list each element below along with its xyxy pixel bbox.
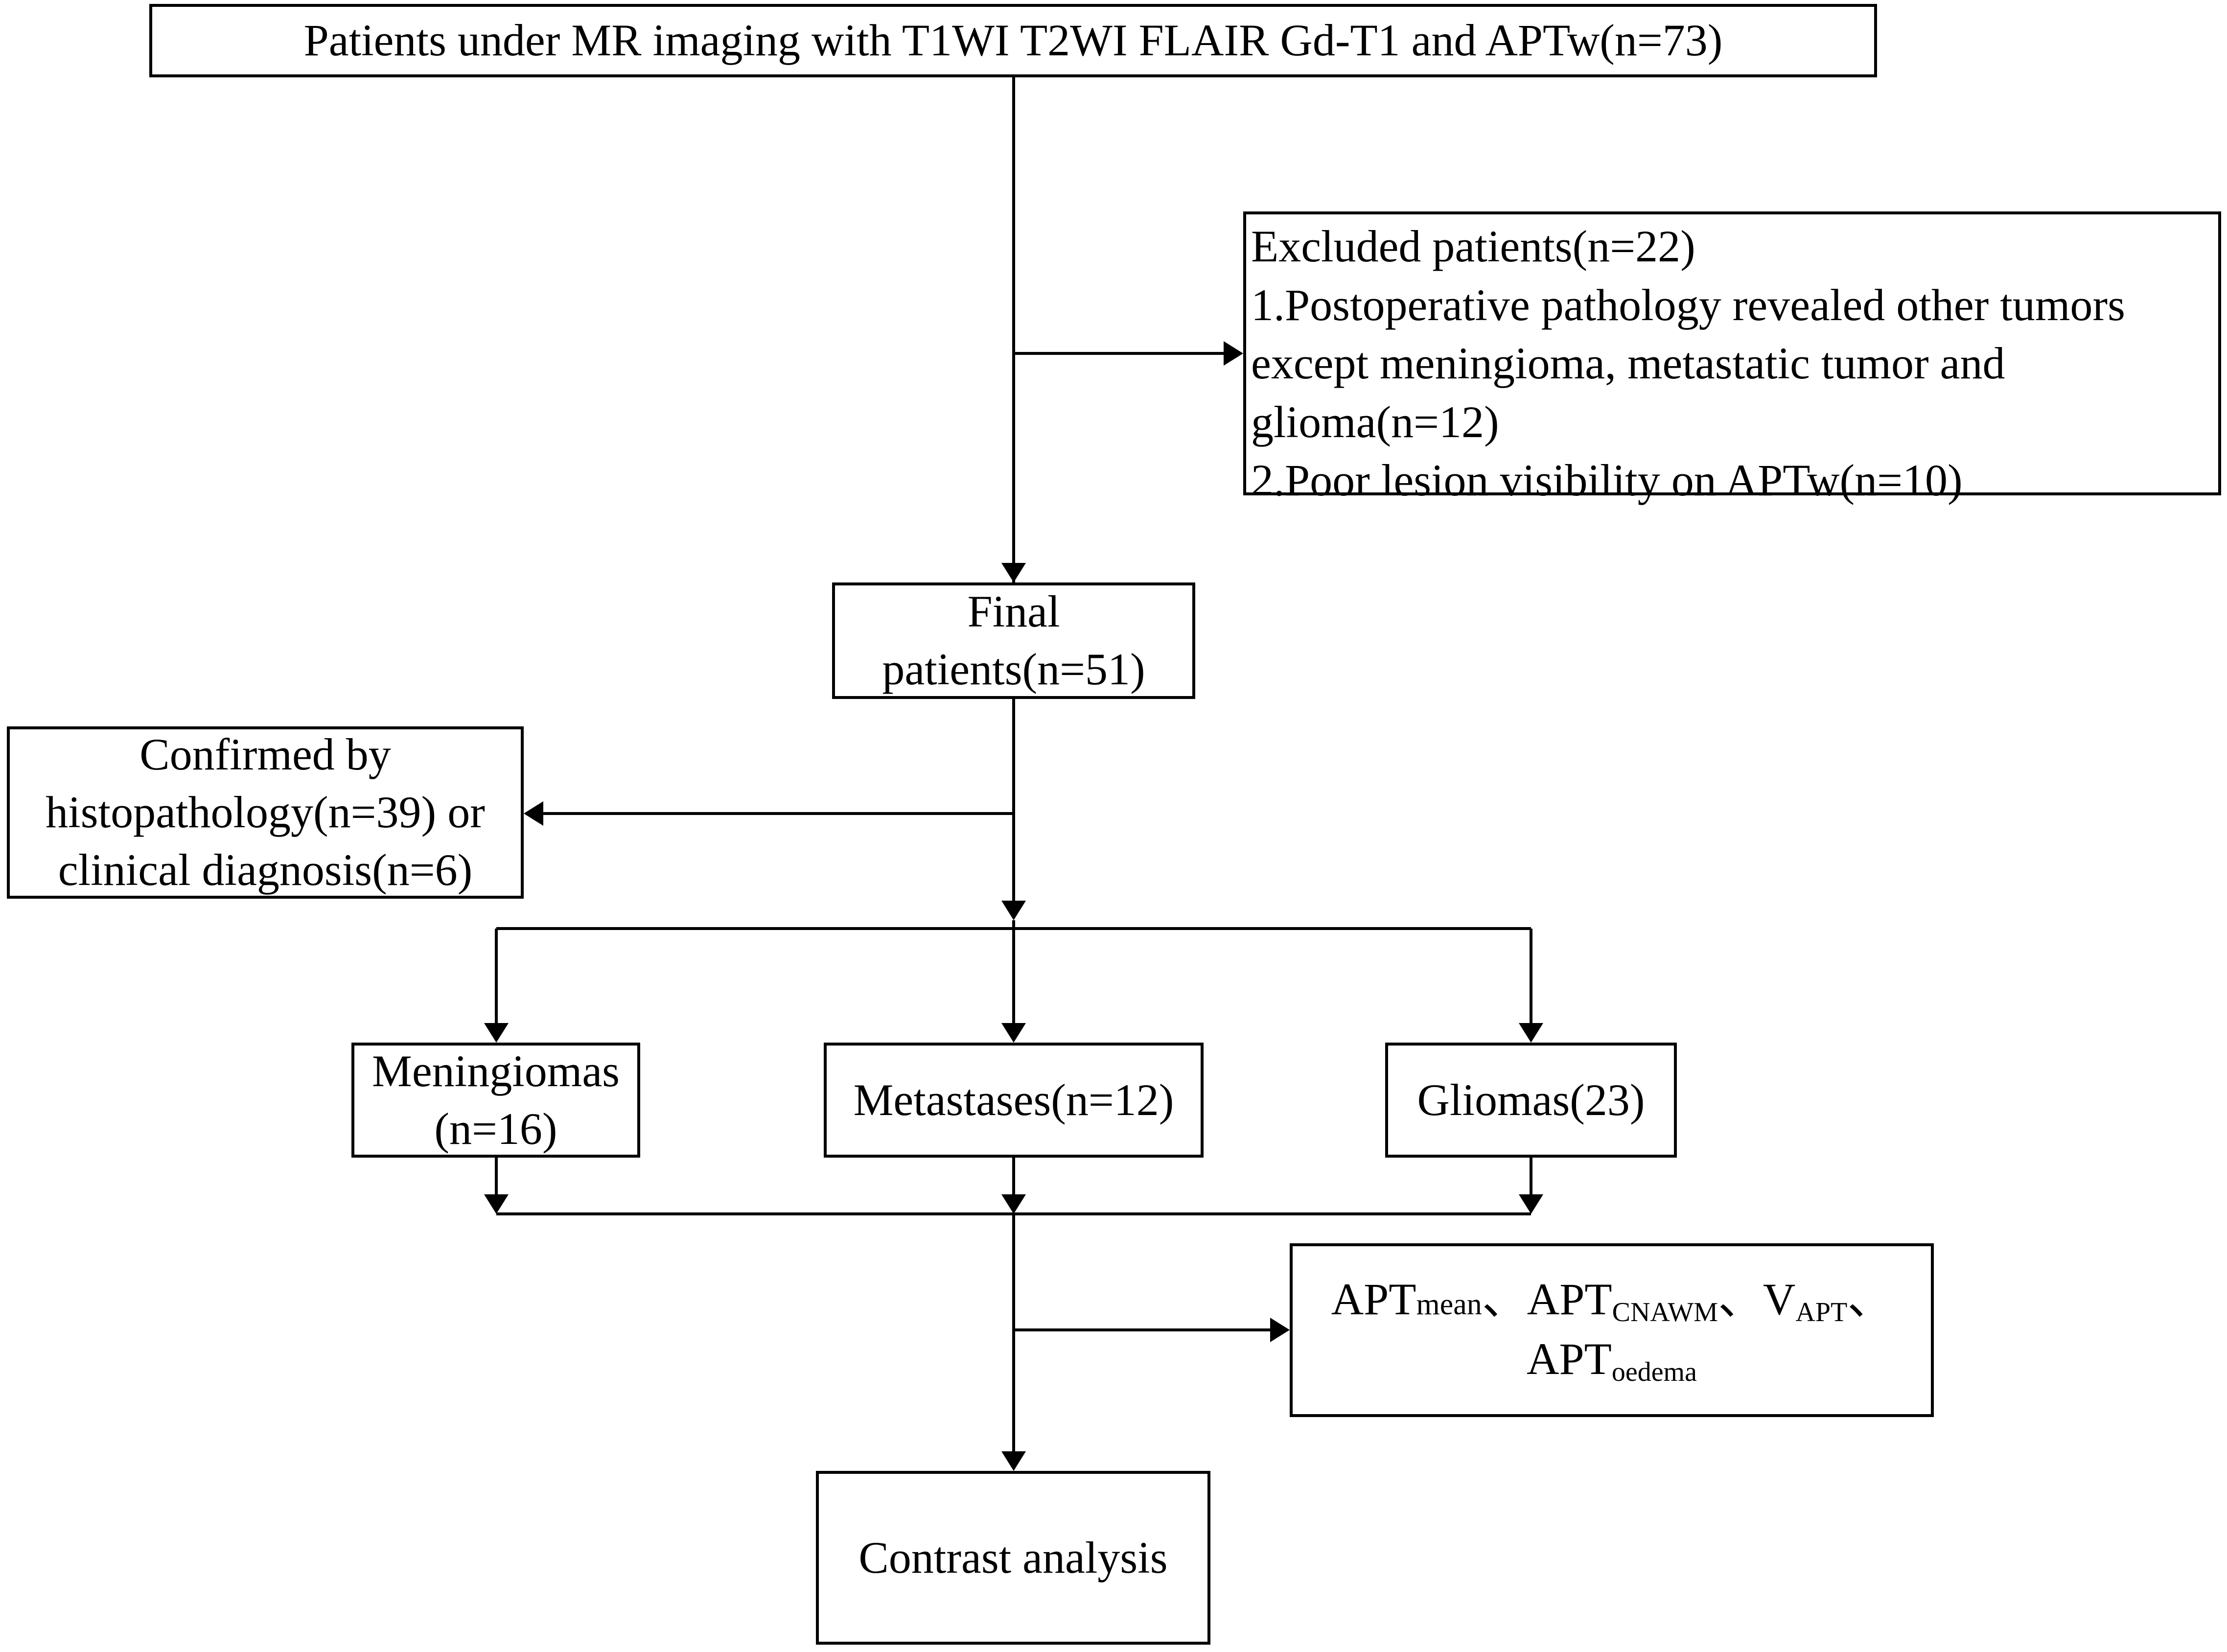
node-excluded-reason-2: 2.Poor lesion visibility on APTw(n=10) (1251, 455, 1963, 506)
arrowhead-parameters (1270, 1318, 1290, 1342)
arrowhead-confirmed (524, 801, 543, 826)
node-meningiomas-line-1: Meningiomas (372, 1046, 620, 1096)
node-contrast-text: Contrast analysis (858, 1532, 1168, 1582)
merge-head-gliomas (1519, 1194, 1543, 1214)
param-separator: 、 (1847, 1274, 1893, 1324)
node-metastases: Metastases(n=12) (824, 1043, 1204, 1158)
param-apt-oedema: APToedema (1527, 1333, 1697, 1387)
node-meningiomas-line-2: (n=16) (434, 1103, 557, 1154)
node-final-line-1: Final (967, 586, 1060, 637)
node-start-text: Patients under MR imaging with T1WI T2WI… (303, 15, 1723, 66)
node-parameters-line-2: APToedema (1527, 1330, 1697, 1390)
arrowhead-contrast (1001, 1451, 1026, 1471)
node-excluded-reason-1: 1.Postoperative pathology revealed other… (1251, 279, 2125, 447)
node-gliomas: Gliomas(23) (1385, 1043, 1677, 1158)
node-final-line-2: patients(n=51) (882, 644, 1145, 694)
merge-head-metastases (1001, 1194, 1026, 1214)
arrowhead-gliomas (1519, 1023, 1543, 1043)
node-confirmed-line-1: Confirmed by (139, 729, 391, 780)
arrowhead-meningiomas (484, 1023, 509, 1043)
param-separator: 、 (1482, 1274, 1527, 1324)
node-confirmed-line-3: clinical diagnosis(n=6) (58, 844, 473, 895)
merge-head-meningiomas (484, 1194, 509, 1214)
node-metastases-text: Metastases(n=12) (853, 1074, 1174, 1125)
node-contrast: Contrast analysis (816, 1471, 1210, 1645)
arrowhead-metastases (1001, 1023, 1026, 1043)
node-gliomas-text: Gliomas(23) (1417, 1074, 1645, 1125)
node-final: Final patients(n=51) (832, 582, 1195, 699)
param-apt-cnawm: APTCNAWM (1527, 1274, 1718, 1327)
node-start: Patients under MR imaging with T1WI T2WI… (149, 4, 1877, 77)
node-meningiomas: Meningiomas (n=16) (351, 1043, 640, 1158)
node-confirmed-line-2: histopathology(n=39) or (46, 787, 485, 838)
node-parameters-line-1: APTmean、APTCNAWM、VAPT、 (1331, 1271, 1893, 1330)
arrowhead-excluded (1224, 341, 1243, 366)
arrowhead-split (1001, 901, 1026, 920)
node-parameters: APTmean、APTCNAWM、VAPT、 APToedema (1290, 1243, 1934, 1417)
node-confirmed: Confirmed by histopathology(n=39) or cli… (7, 726, 524, 899)
param-v-apt: VAPT (1763, 1274, 1848, 1327)
arrowhead-final (1001, 563, 1026, 582)
node-excluded-title: Excluded patients(n=22) (1251, 221, 1695, 271)
param-separator: 、 (1718, 1274, 1763, 1324)
param-apt-mean: APTmean (1331, 1274, 1482, 1324)
node-excluded: Excluded patients(n=22) 1.Postoperative … (1243, 211, 2221, 505)
